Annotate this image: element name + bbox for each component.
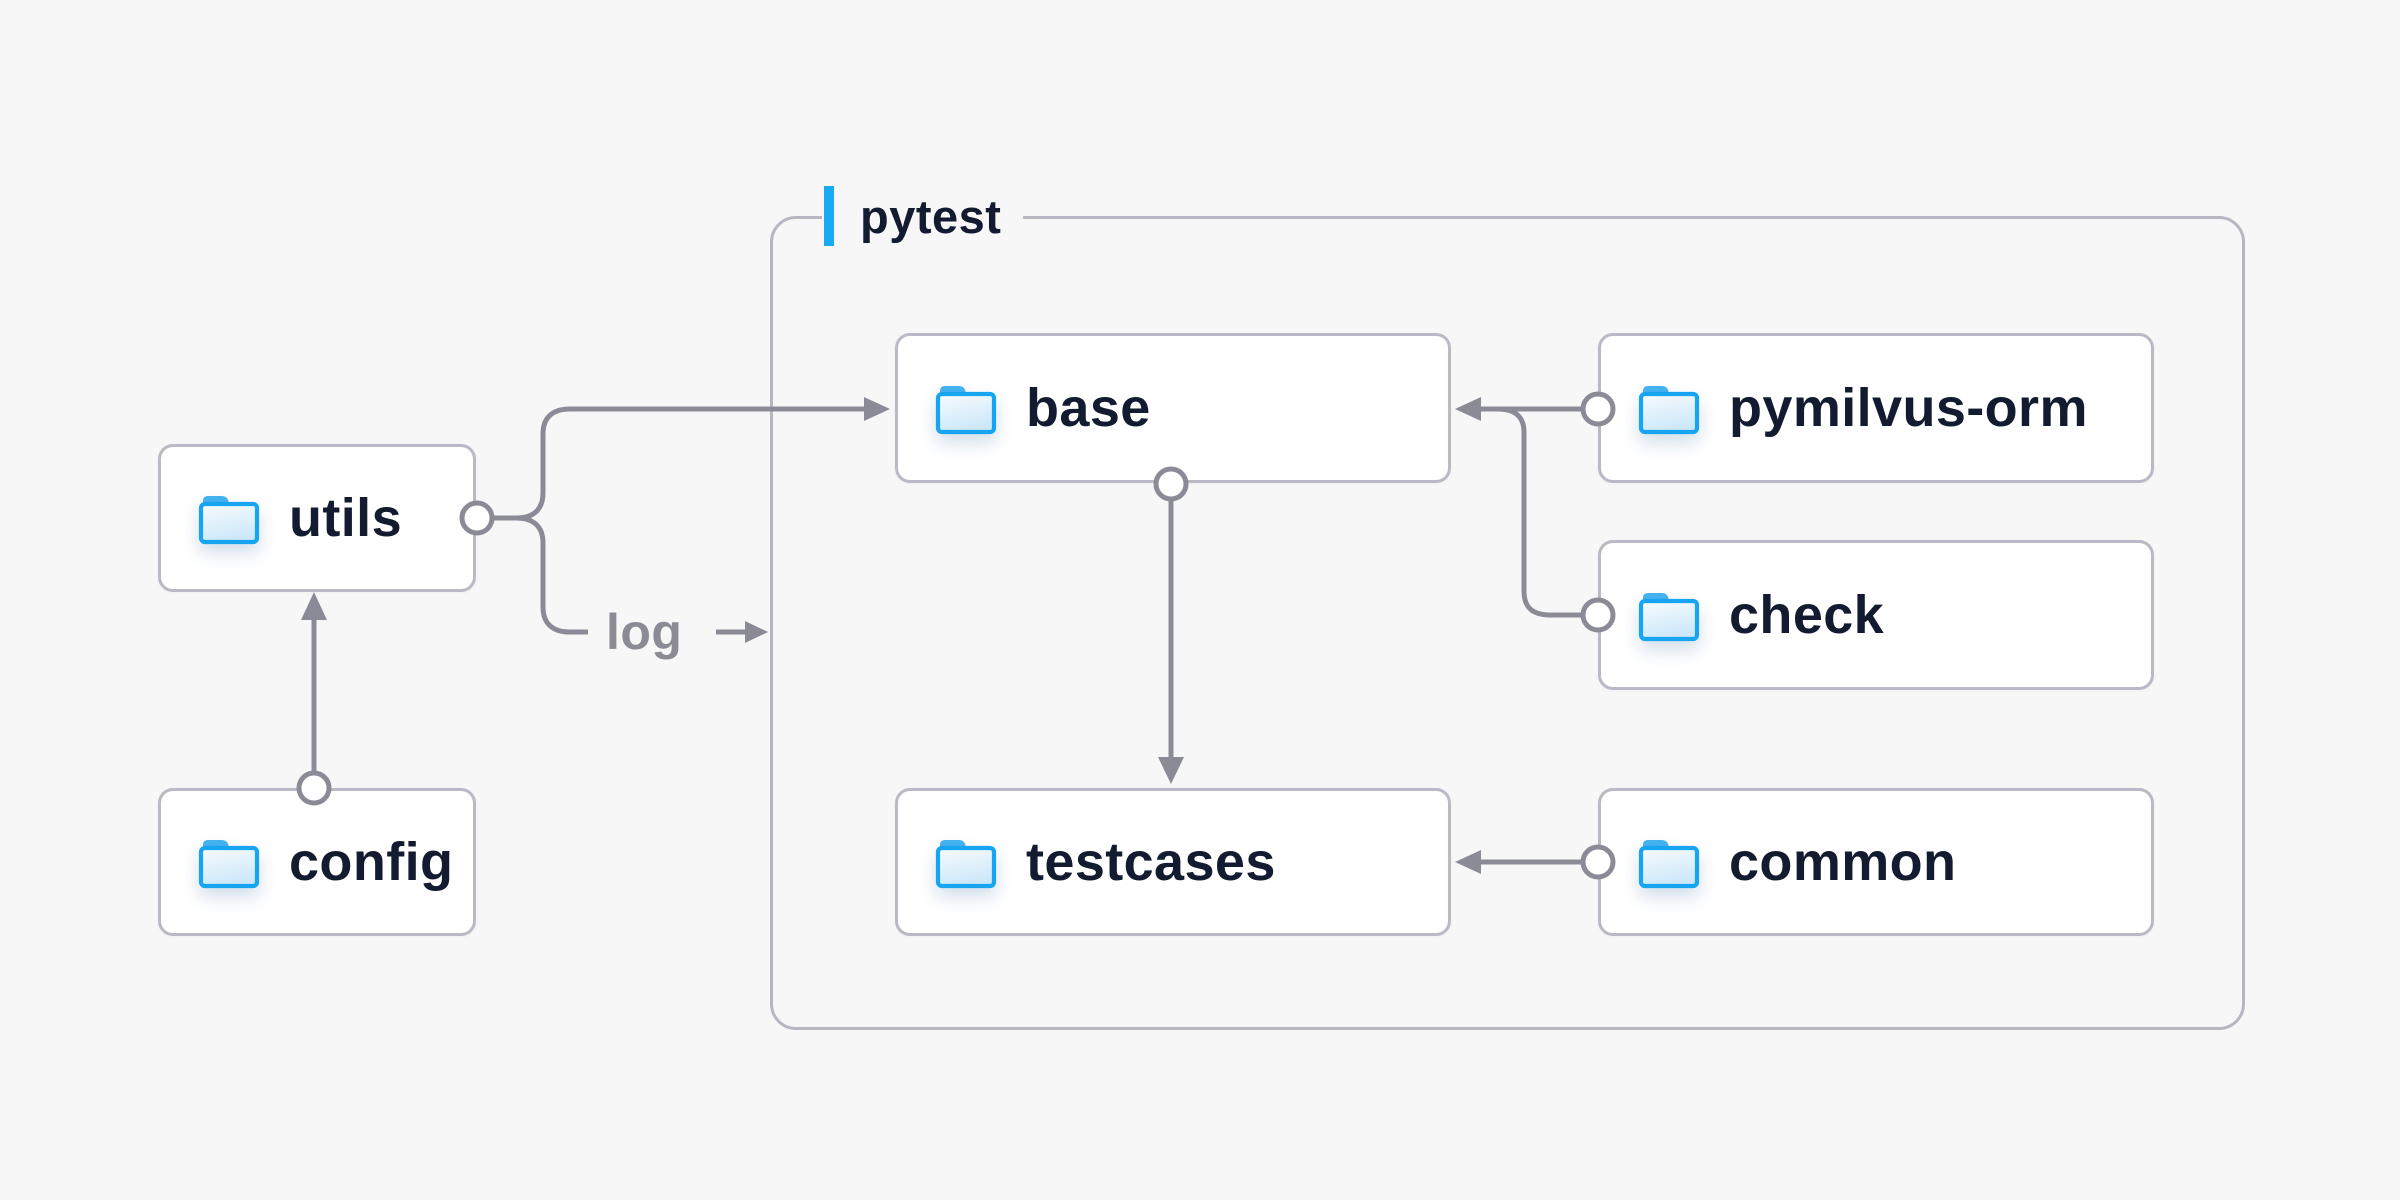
node-common: common — [1598, 788, 2154, 936]
folder-icon — [934, 381, 998, 435]
node-check: check — [1598, 540, 2154, 690]
accent-bar-icon — [824, 186, 834, 246]
arrowhead-up-into-utils — [301, 592, 327, 620]
folder-icon — [934, 835, 998, 889]
node-pymilvus-orm: pymilvus-orm — [1598, 333, 2154, 483]
folder-icon — [1637, 835, 1701, 889]
pytest-group-container — [770, 216, 2245, 1030]
node-config: config — [158, 788, 476, 936]
node-base-label: base — [1026, 378, 1151, 438]
node-check-label: check — [1729, 585, 1885, 645]
pytest-group-title: pytest — [860, 189, 1002, 243]
pytest-group-label: pytest — [822, 186, 1024, 246]
node-testcases-label: testcases — [1026, 832, 1276, 892]
arrowhead-right-log — [745, 621, 768, 643]
folder-icon — [197, 491, 261, 545]
folder-icon — [197, 835, 261, 889]
node-common-label: common — [1729, 832, 1957, 892]
node-pymilvus-orm-label: pymilvus-orm — [1729, 378, 2088, 438]
node-base: base — [895, 333, 1451, 483]
folder-icon — [1637, 588, 1701, 642]
edge-label-log: log — [606, 604, 683, 660]
folder-icon — [1637, 381, 1701, 435]
node-utils-label: utils — [289, 488, 403, 548]
node-utils: utils — [158, 444, 476, 592]
node-testcases: testcases — [895, 788, 1451, 936]
node-config-label: config — [289, 832, 454, 892]
edge-utils-log — [515, 515, 588, 635]
